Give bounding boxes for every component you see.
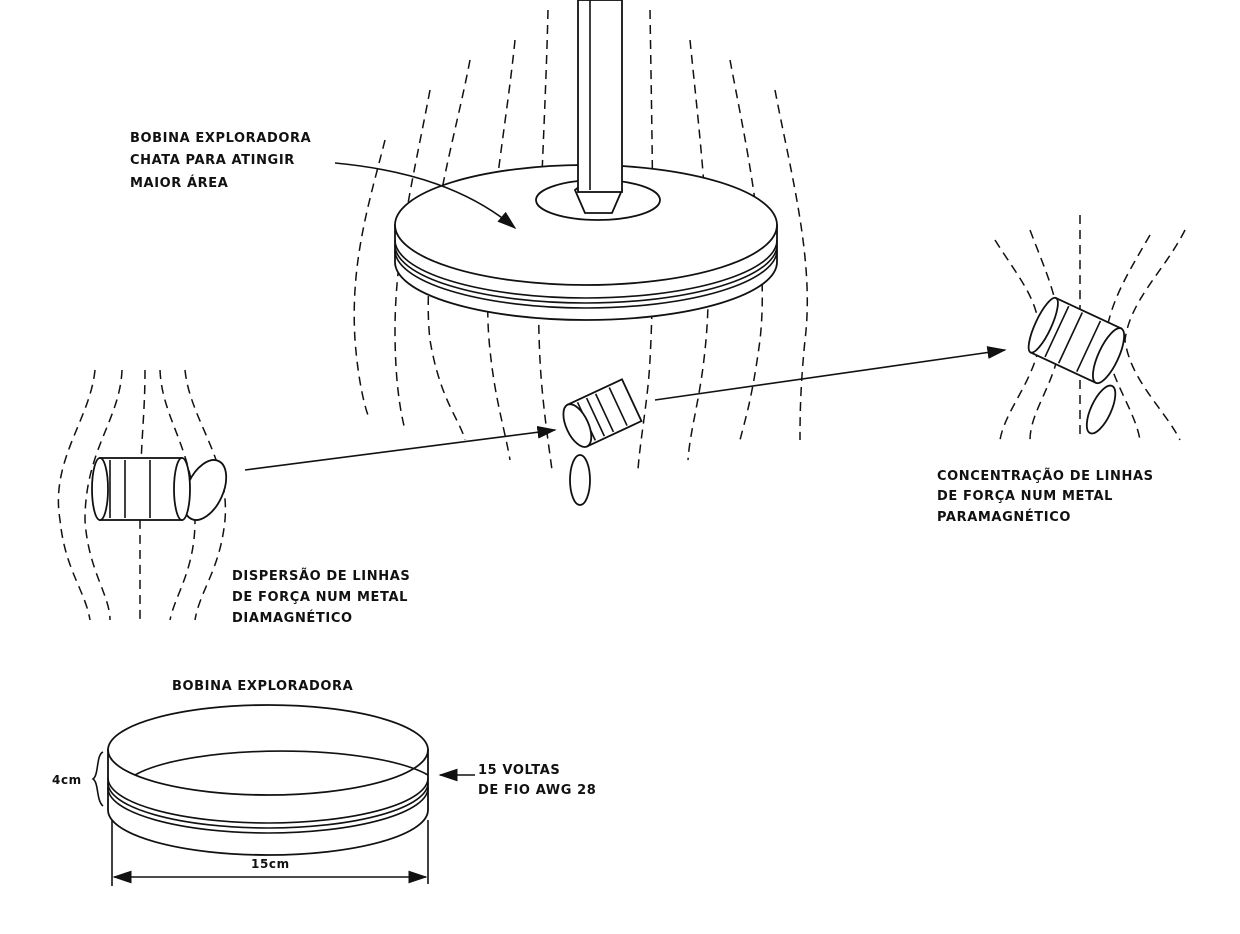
diamagnetic-label-2: DE FORÇA NUM METAL bbox=[232, 590, 408, 605]
diameter-dimension: 15cm bbox=[251, 857, 290, 871]
diameter-dimension-line bbox=[111, 820, 429, 886]
pointer-arrow-disc bbox=[334, 162, 517, 230]
diamagnetic-label-3: DIAMAGNÉTICO bbox=[232, 610, 353, 626]
arrow-to-center bbox=[244, 425, 557, 471]
flat-coil-label-3: MAIOR ÁREA bbox=[130, 175, 228, 191]
height-brace bbox=[91, 751, 104, 807]
exploring-coil-drawing bbox=[107, 704, 429, 856]
paramagnetic-label-2: DE FORÇA NUM METAL bbox=[937, 489, 1113, 504]
height-dimension: 4cm bbox=[52, 773, 82, 787]
coil-title: BOBINA EXPLORADORA bbox=[172, 679, 353, 694]
flat-exploring-coil bbox=[394, 0, 778, 321]
sample-coil-center bbox=[562, 378, 643, 506]
paramagnetic-sample-coil bbox=[1027, 296, 1126, 435]
turns-label-1: 15 VOLTAS bbox=[478, 763, 560, 778]
turns-label-2: DE FIO AWG 28 bbox=[478, 783, 596, 798]
flat-coil-label-1: BOBINA EXPLORADORA bbox=[130, 131, 311, 146]
diamagnetic-label-1: DISPERSÃO DE LINHAS bbox=[232, 568, 410, 584]
flat-coil-label-2: CHATA PARA ATINGIR bbox=[130, 153, 295, 168]
diamagnetic-sample-coil bbox=[91, 457, 228, 521]
paramagnetic-label-3: PARAMAGNÉTICO bbox=[937, 509, 1071, 525]
arrow-to-right bbox=[654, 346, 1007, 401]
paramagnetic-label-1: CONCENTRAÇÃO DE LINHAS bbox=[937, 468, 1154, 484]
